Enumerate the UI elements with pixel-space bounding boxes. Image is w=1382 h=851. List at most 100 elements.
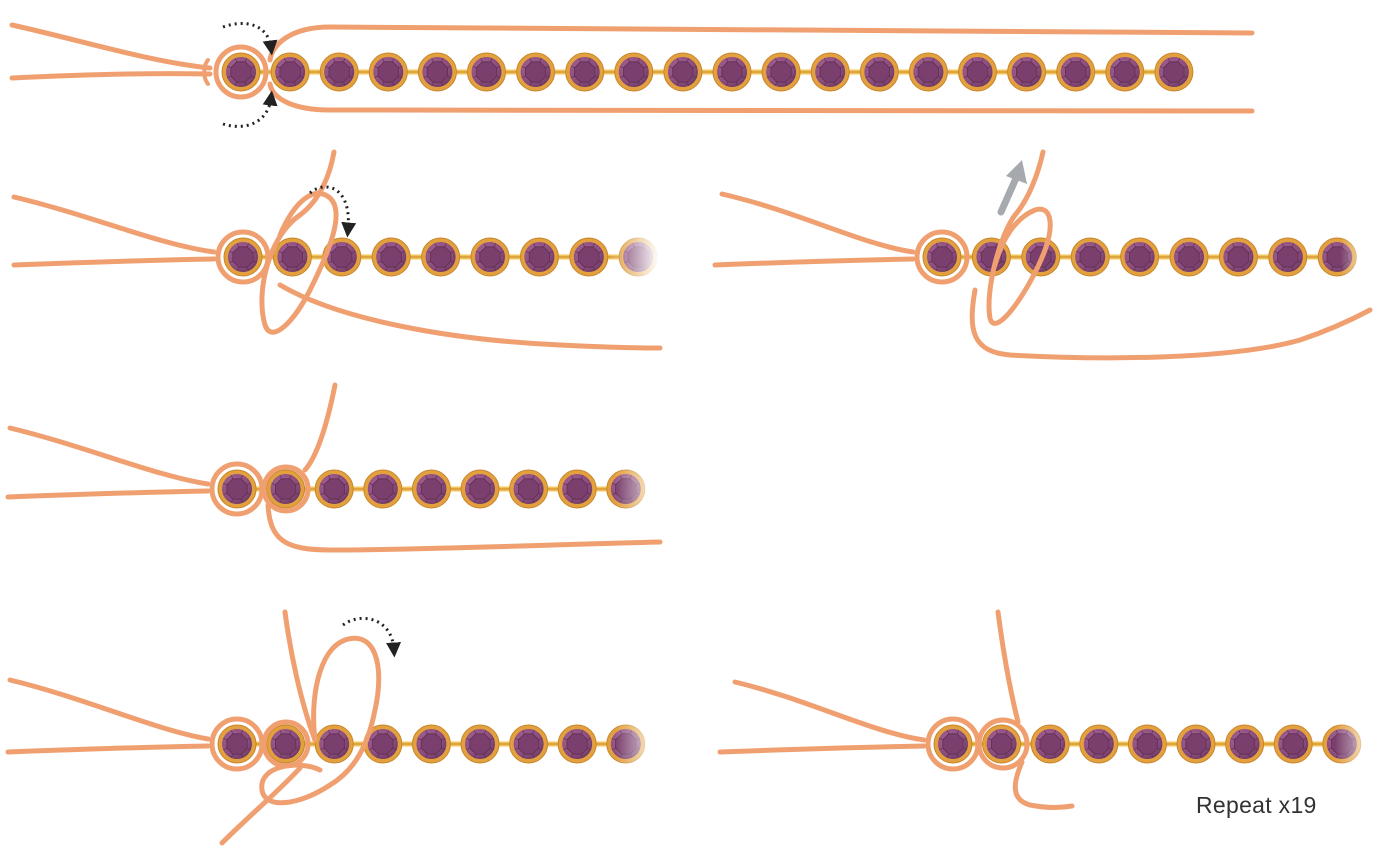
bead-facet-line [1230,747,1235,751]
bead-facet-line [1248,250,1253,254]
bead-facet-line [401,250,406,254]
bead-facet [323,733,345,755]
bead-facet-line [1054,754,1057,758]
step-6-group [717,609,1382,810]
bead [217,724,257,764]
bead-facet-line [246,267,250,271]
bead [1218,237,1258,277]
bead-facet-line [483,499,487,503]
bead-facet-line [1189,754,1193,758]
bead-facet [469,478,491,500]
bead-facet-line [1183,75,1188,79]
bead-facet-line [791,75,796,79]
bead-facet-line [1157,747,1162,751]
bead-facet-line [1026,250,1031,254]
step-6-chain [933,724,1362,764]
bead-facet-line [289,730,292,734]
bead-facet-line [289,754,292,758]
bead-facet [1163,61,1185,83]
bead-facet-line [834,58,837,62]
bead-facet-line [824,82,827,86]
bead-facet-line [532,754,535,758]
bead-facet-line [767,65,772,69]
bead-facet-line [426,250,431,254]
bead-facet-line [549,250,554,254]
bead-facet-line [473,730,477,734]
bead-facet-line [223,737,227,741]
bead-facet-line [538,482,543,486]
bead-facet-line [295,737,300,741]
bead-facet-line [386,730,389,734]
bead-facet-line [279,475,282,479]
bead-facet-line [995,754,998,758]
bead-facet-line [338,730,341,734]
bead-facet-line [423,75,428,79]
bead-facet-line [1151,754,1154,758]
bead-facet-line [995,243,998,247]
bead-facet-line [466,747,470,751]
bead-facet-line [1159,65,1164,69]
step-4-second-ring [261,464,311,514]
bead-facet-line [1085,75,1090,79]
bead-facet-line [1036,75,1041,79]
bead-facet-line [466,482,470,486]
bead-facet-line [1143,267,1146,271]
bead-facet-line [1076,250,1081,254]
bead-facet-line [1291,267,1294,271]
bead-facet-line [1248,730,1251,734]
bead-facet-line [578,82,581,86]
bead-facet-line [386,499,389,503]
bead-facet-line [1273,250,1278,254]
bead-facet-line [382,82,385,86]
step-1-left-cord-upper [9,22,213,71]
bead-facet-line [386,754,389,758]
bead [982,724,1022,764]
step-2-working-cord [297,149,337,218]
repeat-caption: Repeat x19 [1196,792,1317,818]
bead-facet-line [344,737,349,741]
dotted-curved-arrow-icon [222,90,278,128]
step-4-working-cord [302,382,338,473]
bead-facet-line [320,747,325,751]
bead-facet-line [570,65,575,69]
bead-facet [672,61,694,83]
bead-facet-line [1141,730,1144,734]
bead [272,237,312,277]
bead-facet-line [1100,260,1105,264]
bead-facet-line [349,75,354,79]
bead-facet-line [395,243,398,247]
bead-facet [566,478,588,500]
bead-facet-line [1076,260,1081,264]
bead-facet-line [444,243,447,247]
bead-facet-line [223,747,227,751]
bead-facet-line [946,754,950,758]
bead-facet [226,478,248,500]
bead-facet-line [223,482,227,486]
bead-facet-line [223,492,227,496]
bead-facet-line [1182,267,1186,271]
bead-facet-line [521,75,526,79]
bead [322,237,362,277]
bead [266,469,306,509]
bead-facet-line [1224,260,1229,264]
bead-facet [328,61,350,83]
bead-facet-line [956,754,960,758]
step-6-left-cord-lower [717,743,927,755]
bead-facet-line [834,82,837,86]
bead-facet-line [539,58,542,62]
bead-facet-line [240,499,244,503]
bead-facet-line [767,75,772,79]
bead-facet-line [376,475,379,479]
bead-facet-line [619,65,624,69]
bead-facet-line [1192,267,1196,271]
bead-facet-line [392,82,395,86]
step-5-group [5,609,665,846]
bead-facet-line [1079,82,1082,86]
bead [217,469,257,509]
bead [460,724,500,764]
bead-facet-line [1248,260,1253,264]
bead-facet-line [578,58,581,62]
bead-facet [518,478,540,500]
bead-facet-line [279,730,282,734]
bead-facet-line [234,58,238,62]
